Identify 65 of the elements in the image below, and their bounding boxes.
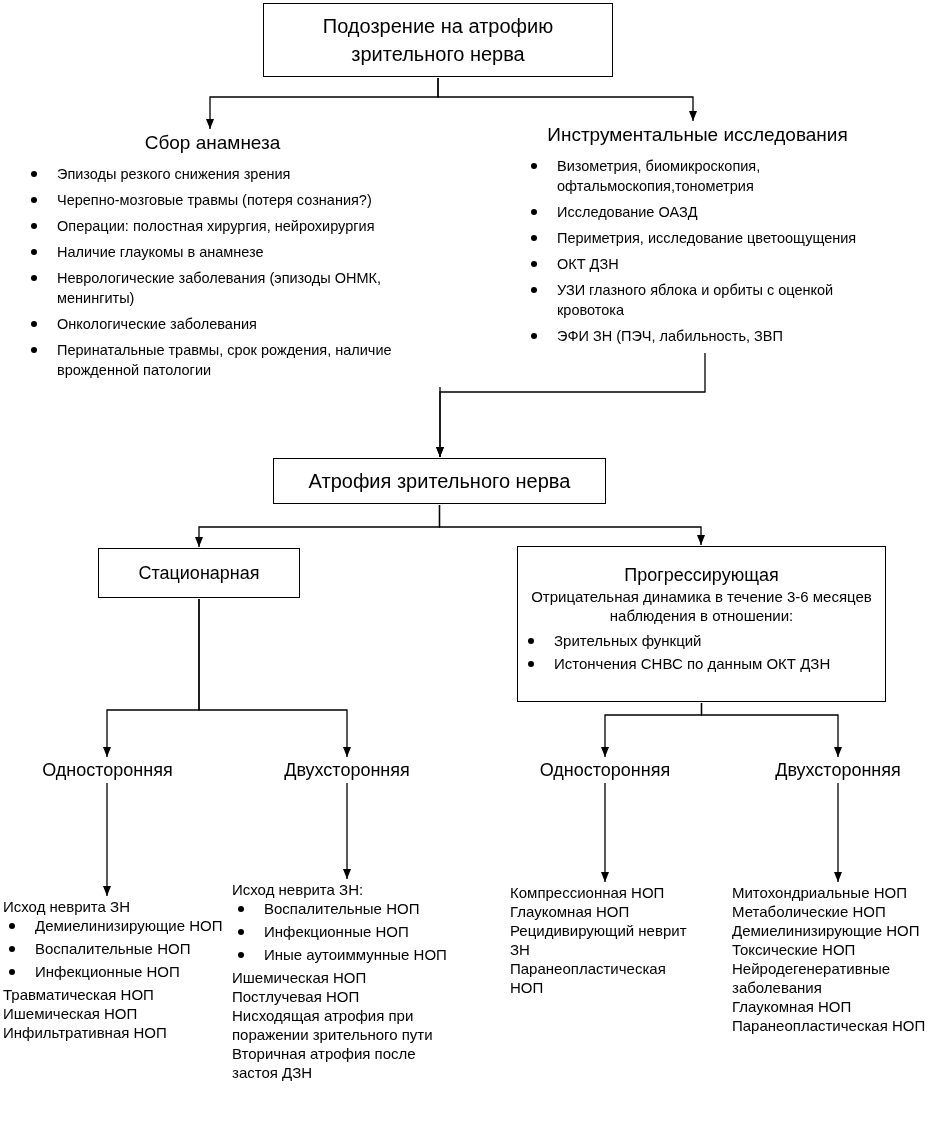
list-item-text: Неврологические заболевания (эпизоды ОНМК, менингиты) <box>57 269 383 308</box>
list-item-text: Иные аутоиммунные НОП <box>264 945 447 965</box>
process-box <box>98 548 300 598</box>
arrow <box>198 598 351 758</box>
list-item-text: Исход неврита ЗН: <box>232 880 365 899</box>
arrow <box>103 782 111 897</box>
list-item-text: Инфекционные НОП <box>35 962 180 982</box>
list-item-text: Токсические НОП <box>732 940 857 959</box>
branch-label: Двухсторонняя <box>763 758 913 782</box>
list-item-text: Вторичная атрофия после застоя ДЗН <box>232 1044 417 1082</box>
branch-label: Двухсторонняя <box>272 758 422 782</box>
section-heading: Сбор анамнеза <box>143 131 282 155</box>
list-item-text: Зрительных функций <box>554 631 702 651</box>
list-item-text: Ишемическая НОП <box>232 968 368 987</box>
list-item-text: Постлучевая НОП <box>232 987 361 1006</box>
list-item-text: Метаболические НОП <box>732 902 887 921</box>
arrow <box>834 782 842 883</box>
process-box <box>273 458 606 504</box>
process-box <box>263 3 613 77</box>
list-item-text: ОКТ ДЗН <box>557 255 619 274</box>
list-item-text: Травматическая НОП <box>3 985 155 1004</box>
list-item-text: Воспалительные НОП <box>264 899 420 919</box>
list-item-text: Нисходящая атрофия при поражении зрительного пути <box>232 1006 434 1044</box>
arrow <box>436 352 706 458</box>
list-item-text: Перинатальные травмы, срок рождения, наличие врожденной патологии <box>57 341 393 380</box>
list-item-text: Глаукомная НОП <box>510 902 631 921</box>
arrow <box>438 504 705 546</box>
list-item-text: Черепно-мозговые травмы (потеря сознания?) <box>57 191 372 210</box>
list-item-text: Инфильтративная НОП <box>3 1023 168 1042</box>
process-box <box>517 546 886 702</box>
description-text: Отрицательная динамика в течение 3-6 месяцев наблюдения в отношении: <box>530 587 873 625</box>
arrow <box>343 782 351 880</box>
list-item-text: Митохондриальные НОП <box>732 883 908 902</box>
list-item-text: Наличие глаукомы в анамнезе <box>57 243 264 262</box>
branch-label: Односторонняя <box>35 758 180 782</box>
list-item-text: Рецидивирующий неврит ЗН <box>510 921 688 959</box>
list-item-text: Исход неврита ЗН <box>3 897 131 916</box>
branch-label: Односторонняя <box>530 758 680 782</box>
box-title: Стационарная <box>137 562 261 585</box>
arrow <box>700 702 842 758</box>
list-item-text: Операции: полостная хирургия, нейрохирургия <box>57 217 375 236</box>
list-item-text: Паранеопластическая НОП <box>732 1016 927 1035</box>
list-item-text: ЭФИ ЗН (ПЭЧ, лабильность, ЗВП <box>557 327 783 346</box>
list-item-text: Истончения СНВС по данным ОКТ ДЗН <box>554 654 831 674</box>
list-item-text: Периметрия, исследование цветоощущения <box>557 229 857 248</box>
list-item-text: Демиелинизирующие НОП <box>35 916 223 936</box>
box-title: Атрофия зрительного нерва <box>307 469 572 494</box>
section-heading: Прогрессирующая <box>623 564 780 587</box>
list-item-text: Компрессионная НОП <box>510 883 666 902</box>
list-item-text: Исследование ОАЗД <box>557 203 698 222</box>
list-item-text: УЗИ глазного яблока и орбиты с оценкой кровотока <box>557 281 835 320</box>
list-item-text: Паранеопластическая НОП <box>510 959 667 997</box>
box-title: Подозрение на атрофию зрительного нерва <box>321 14 555 67</box>
list-item-text: Демиелинизирующие НОП <box>732 921 921 940</box>
list-item-text: Инфекционные НОП <box>264 922 409 942</box>
arrow <box>601 782 609 883</box>
list-item-text: Воспалительные НОП <box>35 939 191 959</box>
list-item-text: Визометрия, биомикроскопия, офтальмоскопия,тонометрия <box>557 157 762 196</box>
list-item-text: Глаукомная НОП <box>732 997 853 1016</box>
list-item-text: Онкологические заболевания <box>57 315 257 334</box>
list-item-text: Нейродегенеративные заболевания <box>732 959 892 997</box>
list-item-text: Эпизоды резкого снижения зрения <box>57 165 291 184</box>
list-item-text: Ишемическая НОП <box>3 1004 139 1023</box>
section-heading: Инструментальные исследования <box>546 123 849 147</box>
arrow <box>437 77 697 122</box>
